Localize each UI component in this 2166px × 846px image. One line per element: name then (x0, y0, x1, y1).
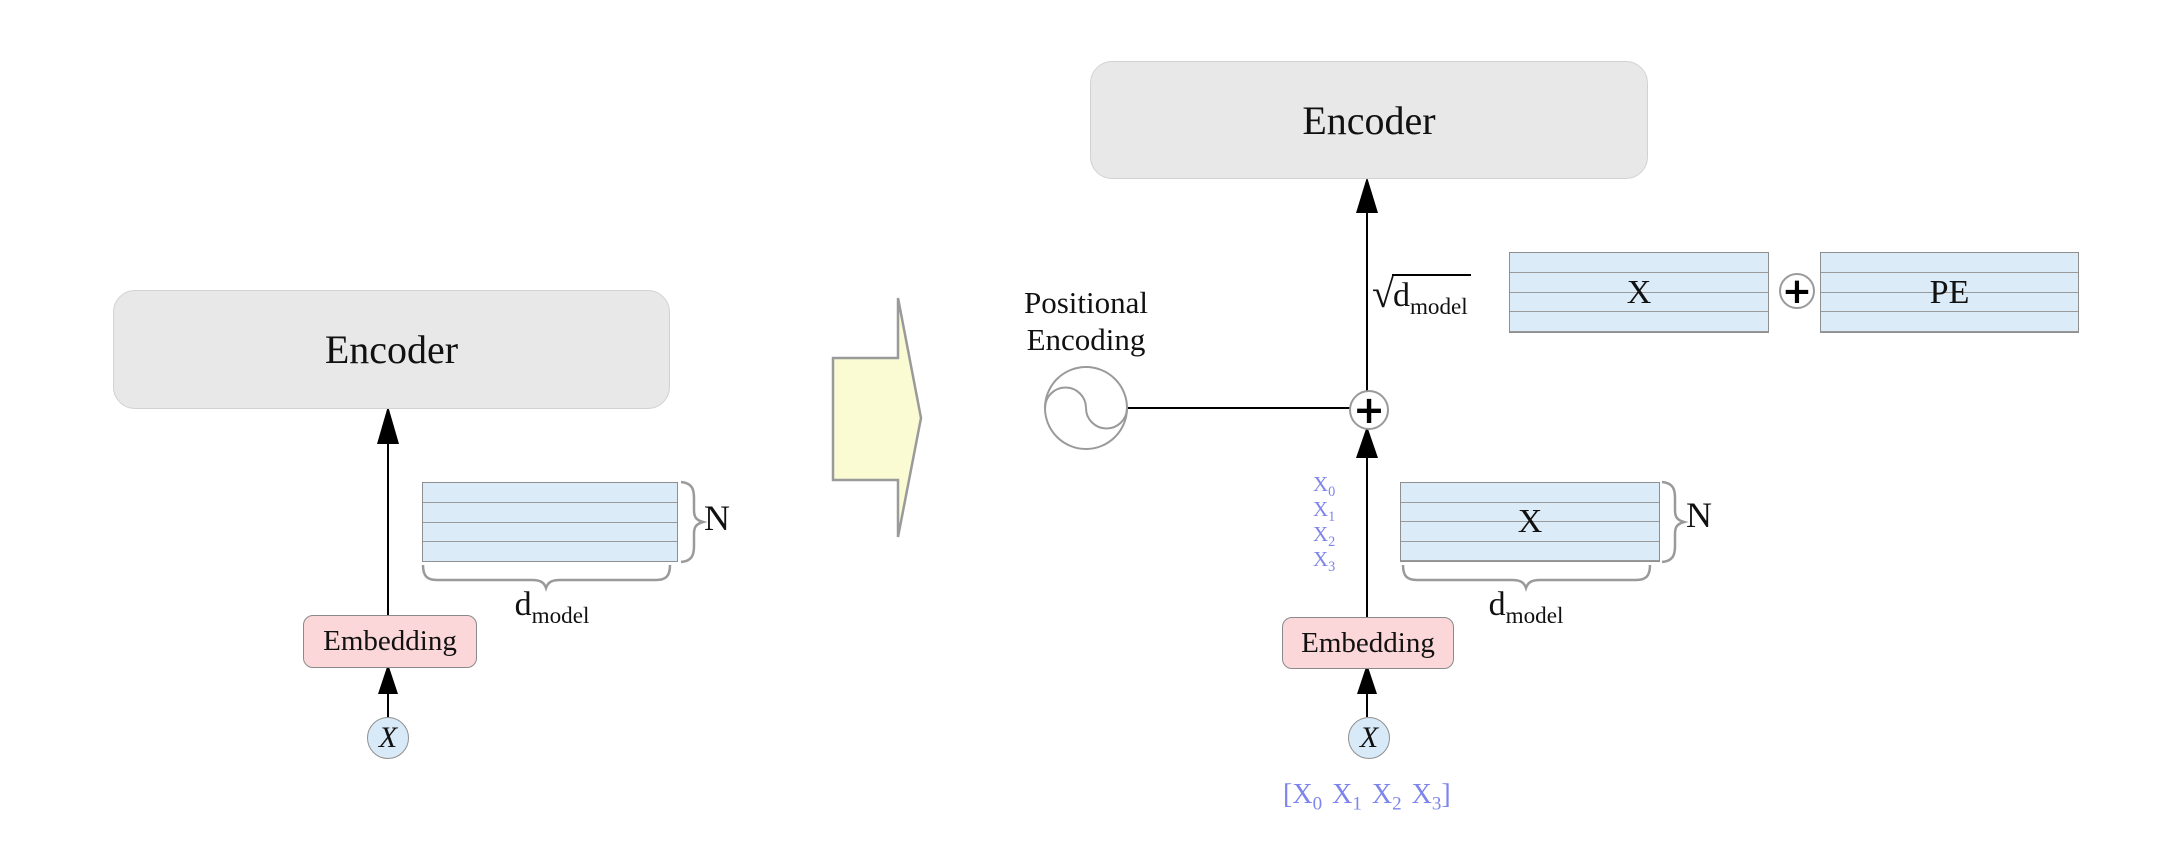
right-encoder-arrowhead-icon (1356, 177, 1378, 213)
left-input-node: X (367, 717, 409, 759)
matrix-row (1821, 273, 2078, 293)
matrix-sum-node: + (1779, 270, 1815, 312)
seq-token-x2: X2 (1371, 779, 1402, 814)
dmodel-sub: model (531, 602, 590, 629)
matrix-row (1401, 542, 1659, 561)
matrix-row (1821, 293, 2078, 313)
sqrt-dmodel-label: √dmodel (1372, 271, 1471, 318)
matrix-row (1821, 253, 2078, 273)
token-sub: 2 (1328, 534, 1336, 551)
left-n-brace (680, 480, 708, 564)
right-n-label: N (1686, 495, 1712, 535)
right-embedding-box: Embedding (1282, 617, 1454, 669)
plus-icon: + (1353, 388, 1385, 432)
token-sub: 3 (1328, 559, 1336, 576)
token-sub: 0 (1328, 484, 1336, 501)
token-column: X0 X1 X2 X3 (1313, 472, 1336, 576)
right-encoder-box: Encoder (1090, 61, 1648, 179)
matrix-row (1510, 253, 1768, 273)
matrix-row (423, 503, 677, 523)
dmodel-base: d (1488, 586, 1506, 623)
token-x1: X1 (1313, 497, 1336, 526)
right-embedded-matrix-label: X (1517, 503, 1543, 540)
left-embedding-arrowhead-icon (378, 664, 398, 694)
pe-matrix: PE (1820, 252, 2079, 333)
token-sub: 0 (1312, 793, 1323, 815)
dmodel-sub: model (1505, 602, 1564, 629)
token-x2: X2 (1313, 522, 1336, 551)
token-x0: X0 (1313, 472, 1336, 501)
token-base: X (1292, 779, 1313, 810)
right-embedding-arrowhead-icon (1357, 664, 1377, 694)
token-base: X (1313, 547, 1329, 571)
bracket-close: ] (1441, 779, 1451, 810)
right-input-node: X (1348, 717, 1390, 759)
matrix-row (1401, 483, 1659, 503)
token-base: X (1332, 779, 1353, 810)
matrix-row (1401, 522, 1659, 542)
token-base: X (1313, 522, 1329, 546)
matrix-row (423, 542, 677, 561)
seq-token-x1: X1 (1332, 779, 1362, 814)
right-dmodel-underbrace (1401, 564, 1652, 592)
seq-token-x3: X3 (1411, 779, 1442, 814)
plus-icon: + (1781, 270, 1813, 312)
left-n-label: N (704, 498, 730, 538)
right-adder-arrowhead-icon (1356, 426, 1378, 458)
left-encoder-label: Encoder (324, 327, 459, 372)
bracket-open: [ (1283, 779, 1293, 810)
right-encoder-label: Encoder (1302, 97, 1436, 143)
token-base: X (1313, 472, 1329, 496)
matrix-row (423, 523, 677, 543)
transform-block-arrow-icon (831, 297, 923, 538)
right-embedding-label: Embedding (1301, 626, 1435, 659)
right-input-label: X (1359, 721, 1379, 754)
left-encoder-box: Encoder (113, 290, 670, 409)
left-embedding-label: Embedding (323, 625, 457, 657)
sqrt-dmodel-sub: model (1409, 293, 1468, 320)
matrix-row (1510, 273, 1768, 293)
left-dmodel-underbrace (421, 564, 672, 592)
left-input-matrix (422, 482, 678, 562)
radical-sign: √ (1372, 271, 1394, 316)
left-embedding-box: Embedding (303, 615, 477, 668)
matrix-row (423, 483, 677, 503)
token-x3: X3 (1313, 547, 1336, 576)
left-encoder-arrowhead-icon (377, 406, 399, 444)
pe-matrix-label: PE (1929, 273, 1970, 311)
scaled-x-matrix-label: X (1626, 273, 1652, 311)
token-sub: 2 (1392, 793, 1402, 815)
seq-token-x0: X0 (1292, 779, 1322, 814)
sine-wave-icon (1044, 366, 1128, 450)
right-embedded-matrix: X (1400, 482, 1660, 562)
token-base: X (1411, 779, 1432, 810)
right-n-brace (1661, 480, 1689, 564)
left-input-label: X (378, 721, 398, 754)
sqrt-dmodel-base: d (1392, 277, 1410, 314)
left-dmodel-label: dmodel (497, 586, 607, 627)
positional-encoding-line2: Encoding (1026, 322, 1146, 357)
matrix-row (1821, 312, 2078, 332)
scaled-x-matrix: X (1509, 252, 1769, 333)
matrix-row (1401, 503, 1659, 522)
positional-encoding-line1: Positional (1023, 285, 1148, 320)
token-sub: 1 (1352, 793, 1362, 815)
right-dmodel-label: dmodel (1471, 586, 1581, 627)
matrix-row (1510, 293, 1768, 313)
positional-encoding-label: Positional Encoding (986, 284, 1186, 358)
dmodel-base: d (514, 586, 532, 623)
token-sub: 3 (1431, 793, 1442, 815)
token-sub: 1 (1328, 509, 1336, 526)
token-base: X (1371, 779, 1393, 810)
adder-node: + (1349, 388, 1389, 432)
matrix-row (1510, 312, 1768, 332)
token-base: X (1313, 497, 1329, 521)
